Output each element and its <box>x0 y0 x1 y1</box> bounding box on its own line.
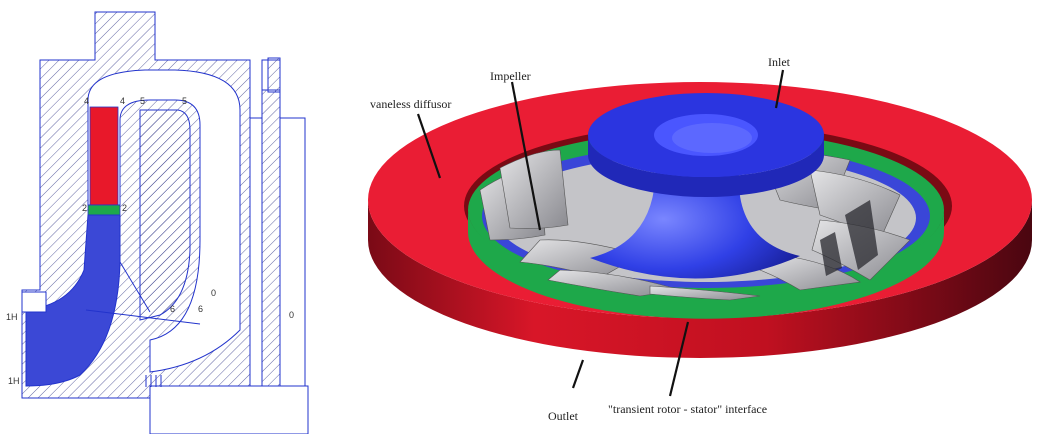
station-label-2: 2 <box>122 203 127 213</box>
impeller-region <box>25 214 121 387</box>
inlet-bore-shade <box>672 123 752 153</box>
casing-right-hatch <box>261 89 281 399</box>
station-label-6: 6 <box>170 304 175 314</box>
inlet-leader <box>774 69 785 109</box>
merid-line <box>85 309 201 325</box>
return-channel <box>87 69 241 373</box>
station-label-4: 4 <box>120 96 125 106</box>
section-view: 4 4 5 5 2 2 6 6 0 0 1H 1H <box>6 11 309 434</box>
red-region <box>89 106 119 206</box>
eye-seal <box>21 291 47 313</box>
vaneless-diffusor-label: vaneless diffusor <box>370 97 451 111</box>
model-view: Inlet Impeller vaneless diffusor Outlet … <box>368 55 1032 423</box>
vaneless-diffusor-leader <box>416 113 442 179</box>
green-region <box>87 204 121 216</box>
inlet-side <box>588 135 824 197</box>
blade-shadows <box>820 200 878 276</box>
hub <box>590 160 800 279</box>
station-label-6: 6 <box>198 304 203 314</box>
outlet-leader <box>571 359 585 389</box>
station-label-5: 5 <box>140 96 145 106</box>
diffusor-rim <box>368 200 1032 358</box>
merid-line <box>119 261 151 313</box>
station-label-5: 5 <box>182 96 187 106</box>
station-label-2: 2 <box>82 203 87 213</box>
flange <box>267 57 281 93</box>
inlet-label: Inlet <box>768 55 791 69</box>
station-label-0: 0 <box>211 288 216 298</box>
labyrinth-seal <box>145 375 162 387</box>
base-plate <box>149 385 309 434</box>
interface-label: "transient rotor - stator" interface <box>608 402 767 416</box>
interface-leader <box>668 321 690 397</box>
interface-band <box>468 210 944 319</box>
station-label-0: 0 <box>289 310 294 320</box>
impeller-label: Impeller <box>490 69 531 83</box>
outlet-label: Outlet <box>548 409 579 423</box>
station-label-1h: 1H <box>8 376 20 386</box>
station-label-1h: 1H <box>6 312 18 322</box>
impeller-leader <box>510 81 542 231</box>
station-label-4: 4 <box>84 96 89 106</box>
return-channel-inner <box>139 109 191 321</box>
